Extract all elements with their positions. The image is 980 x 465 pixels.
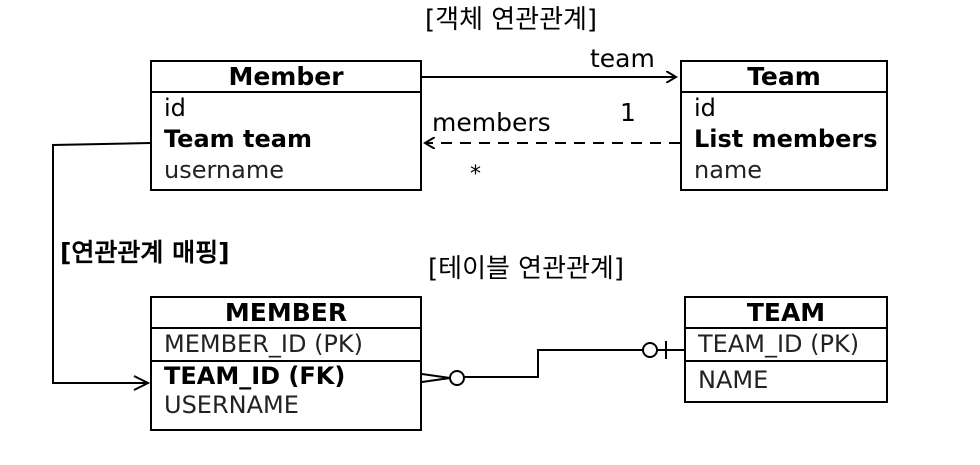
- members-multiplicity: *: [470, 162, 481, 187]
- team-field-id: id: [694, 94, 716, 122]
- crows-foot-many: [421, 373, 451, 383]
- member-table-box: MEMBER MEMBER_ID (PK) TEAM_ID (FK) USERN…: [150, 296, 422, 431]
- member-table-name: MEMBER: [152, 298, 420, 329]
- member-field-id: id: [164, 94, 186, 122]
- member-field-username: username: [164, 156, 284, 184]
- team-table-name: TEAM: [686, 298, 886, 329]
- team-class-box: Team id List members name: [680, 60, 888, 191]
- team-field-members: List members: [694, 125, 878, 153]
- team-column-name: NAME: [686, 360, 886, 399]
- team-multiplicity: 1: [620, 98, 636, 127]
- member-column-team-id: TEAM_ID (FK): [152, 360, 420, 391]
- relation-line: [464, 349, 643, 378]
- member-field-team: Team team: [164, 125, 312, 153]
- many-optional-circle: [449, 370, 465, 386]
- object-section-title: [객체 연관관계]: [425, 5, 598, 35]
- team-column-team-id: TEAM_ID (PK): [698, 330, 860, 358]
- team-table-box: TEAM TEAM_ID (PK) NAME: [684, 296, 888, 403]
- mapping-label: [연관관계 매핑]: [60, 238, 230, 267]
- member-column-member-id: MEMBER_ID (PK): [164, 330, 364, 358]
- mapping-arrow: [52, 142, 151, 384]
- members-association-label: members: [432, 108, 551, 137]
- one-optional-circle: [642, 342, 658, 358]
- mapping-arrowhead: [133, 375, 151, 391]
- table-section-title: [테이블 연관관계]: [428, 254, 624, 284]
- member-class-box: Member id Team team username: [150, 60, 422, 191]
- team-class-name: Team: [682, 62, 886, 93]
- team-association-label: team: [590, 44, 655, 73]
- team-field-name: name: [694, 156, 763, 184]
- member-class-name: Member: [152, 62, 420, 93]
- member-column-username: USERNAME: [164, 391, 299, 419]
